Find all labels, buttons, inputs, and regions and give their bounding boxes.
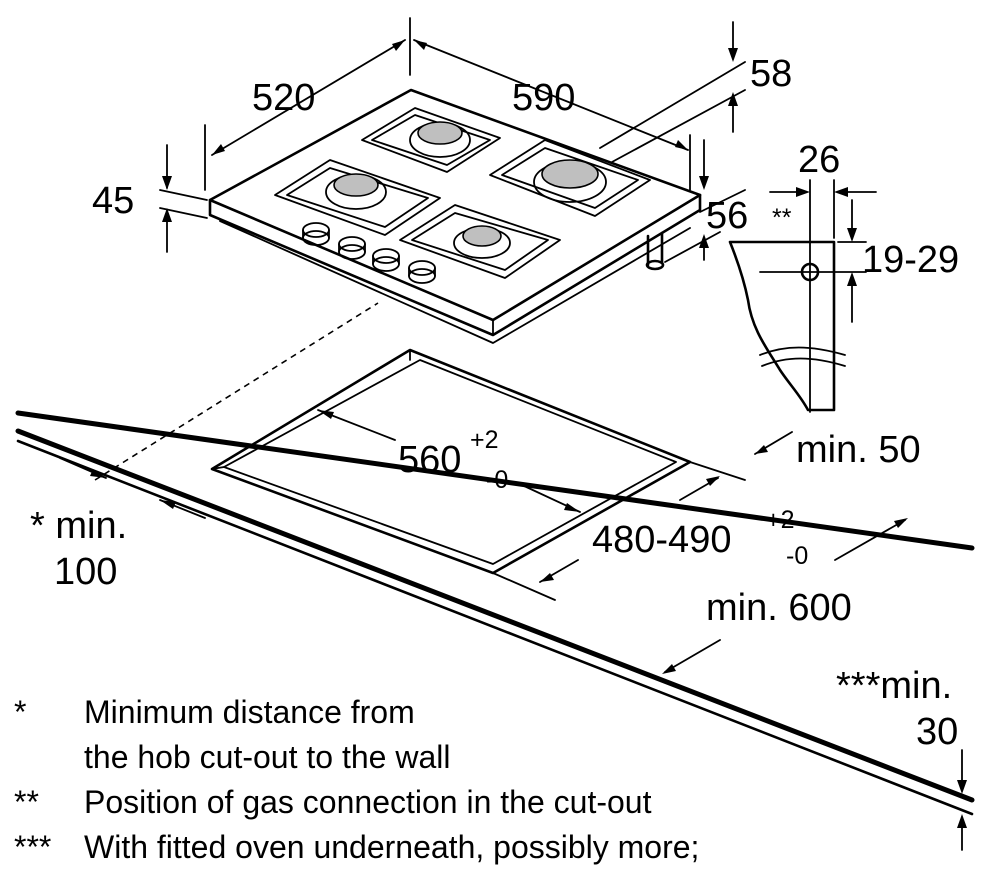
burner-back-right (533, 159, 607, 203)
dim-min-50: min. 50 (754, 429, 921, 471)
thickness-label: 45 (92, 180, 134, 222)
cutout-width-tol-minus: -0 (486, 466, 508, 494)
footnote-text: the hob cut-out to the wall (84, 739, 451, 775)
footnote-2: ** Position of gas connection in the cut… (14, 780, 874, 825)
hob (208, 88, 702, 344)
height-top-label: 58 (750, 53, 792, 95)
burner-back-left (409, 121, 471, 158)
dim-min-30: ***min. 30 (836, 665, 967, 851)
dim-min-100: * min. 100 (30, 457, 206, 593)
gas-marker-label: ** (772, 204, 792, 232)
footnote-mark (14, 735, 84, 780)
cutout-depth-tol-plus: +2 (766, 506, 795, 534)
min-wall-line2: 100 (54, 551, 117, 593)
dim-56: 56 (664, 139, 748, 263)
dim-520: 520 (204, 17, 411, 191)
cutout-depth-label: 480-490 (592, 519, 731, 561)
footnote-text: Position of gas connection in the cut-ou… (84, 784, 652, 820)
footnote-text: Minimum distance from (84, 694, 415, 730)
footnote-text: With fitted oven underneath, possibly mo… (84, 829, 700, 865)
min-oven-line2: 30 (916, 711, 958, 753)
cutout-width-label: 560 (398, 439, 461, 481)
footnote-mark: ** (14, 784, 39, 820)
cutout-depth-tol-minus: -0 (786, 542, 808, 570)
min-back-label: min. 50 (796, 429, 921, 471)
dim-58: 58 (599, 21, 792, 163)
gas-height-label: 19-29 (862, 239, 959, 281)
leg-label: 56 (706, 195, 748, 237)
gas-connection-detail: 26 ** 19-29 (728, 139, 959, 413)
control-knobs (302, 222, 436, 284)
footnotes: * Minimum distance from the hob cut-out … (14, 690, 874, 870)
footnote-1-cont: the hob cut-out to the wall (14, 735, 874, 780)
dim-45: 45 (92, 144, 208, 253)
footnote-mark: * (14, 694, 27, 730)
dim-480-490: 480-490 +2 -0 (492, 461, 808, 601)
dim-min-600: min. 600 (662, 518, 908, 674)
burner-front-left (325, 173, 387, 210)
min-depth-label: min. 600 (706, 587, 852, 629)
min-wall-line1: * min. (30, 505, 127, 547)
worktop (15, 302, 975, 816)
gas-offset-label: 26 (798, 139, 840, 181)
footnote-mark: *** (14, 829, 52, 865)
dim-590: 590 (413, 39, 691, 191)
depth-label: 520 (252, 77, 315, 119)
footnote-1: * Minimum distance from (14, 690, 874, 735)
cutout-width-tol-plus: +2 (470, 426, 499, 454)
width-label: 590 (512, 77, 575, 119)
footnote-3: *** With fitted oven underneath, possibl… (14, 825, 874, 870)
dim-560: 560 +2 -0 (317, 409, 581, 513)
min-oven-line1: ***min. (836, 665, 952, 707)
burner-front-right (453, 225, 511, 259)
